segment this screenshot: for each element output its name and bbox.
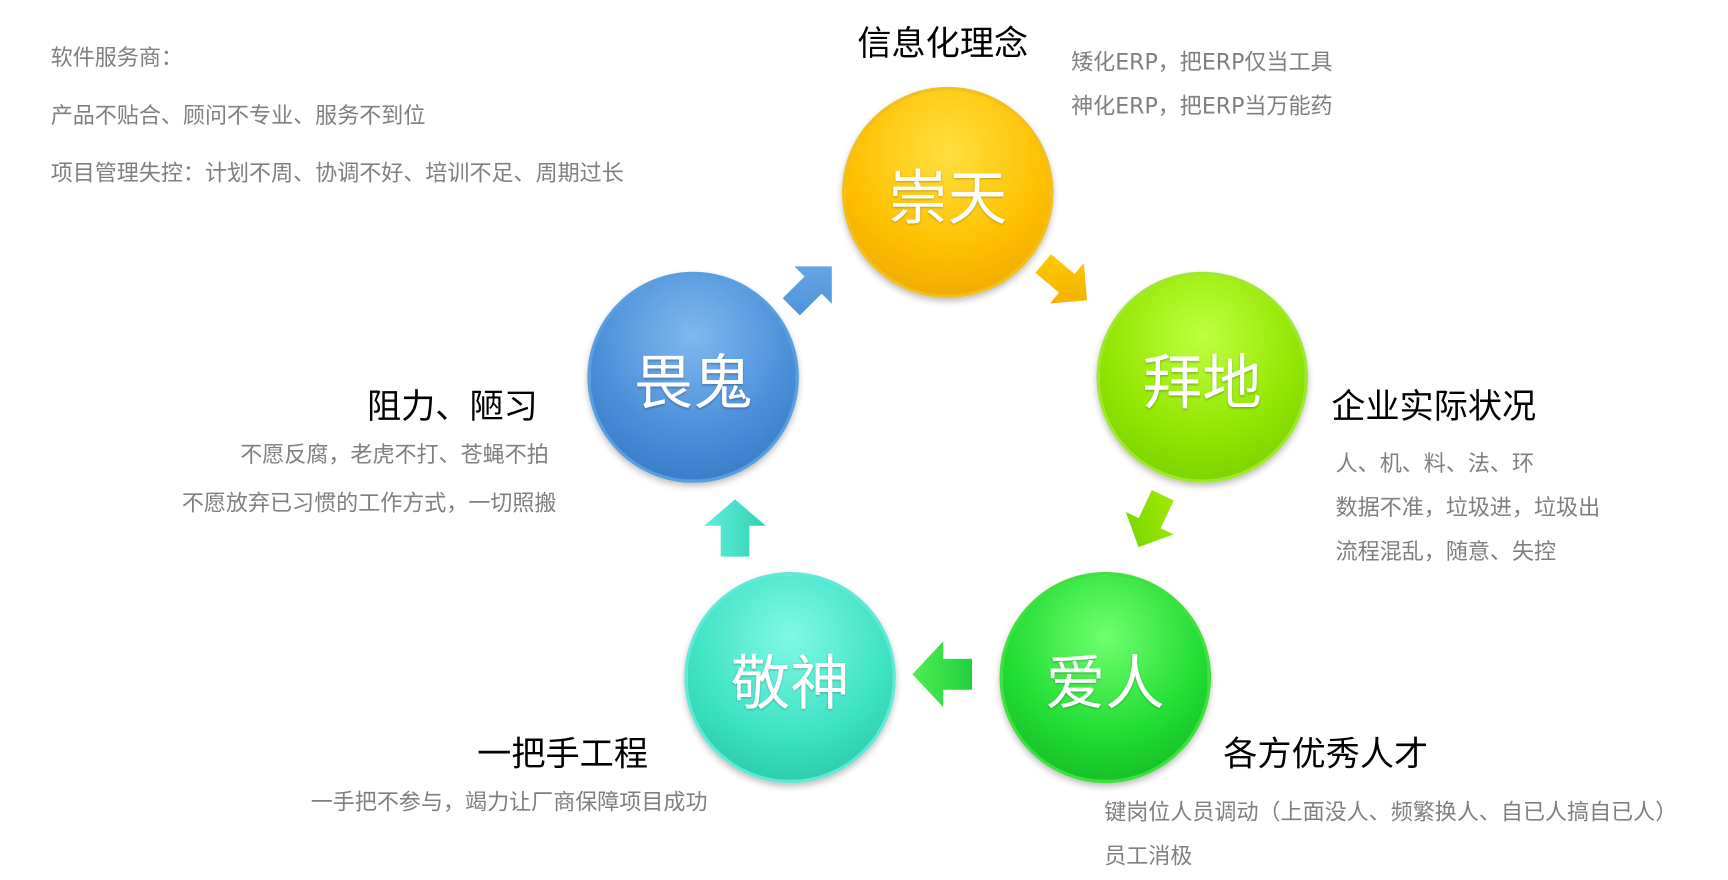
note: 神化ERP，把ERP当万能药 bbox=[1071, 92, 1333, 119]
left-note-title: 软件服务商： bbox=[50, 44, 183, 71]
note: 员工消极 bbox=[1104, 842, 1193, 869]
node-airen: 爱人 bbox=[999, 572, 1212, 784]
node-chongtian: 崇天 bbox=[841, 86, 1054, 299]
heading-weigui: 阻力、陋习 bbox=[366, 387, 538, 427]
node-label: 畏鬼 bbox=[633, 348, 753, 418]
arrow-icon bbox=[704, 499, 766, 557]
heading-chongtian: 信息化理念 bbox=[857, 24, 1029, 64]
note: 不愿放弃已习惯的工作方式，一切照搬 bbox=[181, 489, 557, 516]
note: 人、机、料、法、环 bbox=[1335, 449, 1534, 477]
heading-airen: 各方优秀人才 bbox=[1223, 734, 1429, 775]
arrow-icon bbox=[782, 266, 832, 316]
note: 数据不准，垃圾进，垃圾出 bbox=[1335, 493, 1601, 521]
arrow-icon bbox=[1125, 490, 1174, 548]
node-label: 敬神 bbox=[730, 648, 850, 718]
note: 矮化ERP，把ERP仅当工具 bbox=[1071, 48, 1333, 75]
node-jingshen: 敬神 bbox=[684, 572, 896, 784]
note: 键岗位人员调动（上面没人、频繁换人、自已人搞自已人） bbox=[1104, 798, 1678, 825]
note: 一手把不参与，竭力让厂商保障项目成功 bbox=[310, 788, 708, 816]
note: 流程混乱，随意、失控 bbox=[1335, 537, 1557, 565]
arrow-icon bbox=[912, 641, 972, 708]
note: 不愿反腐，老虎不打、苍蝇不拍 bbox=[240, 441, 549, 468]
left-note: 项目管理失控：计划不周、协调不好、培训不足、周期过长 bbox=[50, 159, 624, 186]
node-label: 拜地 bbox=[1142, 348, 1262, 418]
node-label: 崇天 bbox=[888, 163, 1008, 233]
heading-jingshen: 一把手工程 bbox=[477, 734, 648, 775]
heading-baidi: 企业实际状况 bbox=[1331, 387, 1537, 427]
node-baidi: 拜地 bbox=[1096, 271, 1309, 483]
node-weigui: 畏鬼 bbox=[587, 271, 799, 483]
arrow-icon bbox=[1035, 254, 1088, 304]
node-label: 爱人 bbox=[1045, 648, 1165, 718]
left-note: 产品不贴合、顾问不专业、服务不到位 bbox=[50, 102, 426, 129]
